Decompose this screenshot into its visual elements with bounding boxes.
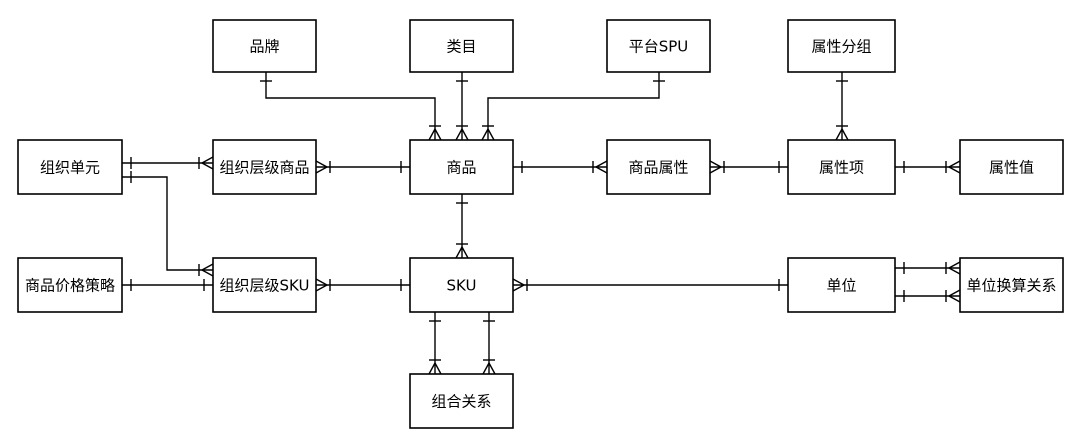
entity-goods-attr: 商品属性 [606, 139, 711, 195]
entity-box [212, 257, 317, 313]
cardinality-many-marker [428, 359, 442, 375]
cardinality-many-marker [592, 160, 608, 174]
relationship-goods-goods_attr [513, 160, 608, 174]
relationship-lines [122, 72, 961, 375]
entity-box [409, 257, 514, 313]
cardinality-many-marker [481, 125, 495, 141]
entity-box [959, 139, 1064, 195]
entity-combo: 组合关系 [409, 373, 514, 429]
entity-org-goods: 组织层级商品 [212, 139, 317, 195]
entity-box [606, 19, 711, 73]
relationship-platform_spu-goods [481, 72, 665, 141]
cardinality-many-marker [512, 278, 528, 292]
entity-attr-group: 属性分组 [787, 19, 896, 73]
entity-box [787, 139, 896, 195]
entity-box [787, 257, 896, 313]
entity-label: 属性值 [989, 159, 1034, 177]
entity-box [17, 257, 123, 313]
relationship-goods-sku [455, 194, 469, 259]
entity-label: 属性项 [819, 159, 864, 177]
entity-box [409, 139, 514, 195]
entity-label: 单位 [826, 277, 856, 295]
entity-attr-value: 属性值 [959, 139, 1064, 195]
relationship-goods-org_goods [315, 160, 410, 174]
entity-label: 属性分组 [811, 38, 871, 56]
cardinality-many-marker [835, 125, 849, 141]
cardinality-many-marker [945, 289, 961, 303]
entity-label: 商品属性 [628, 159, 688, 177]
cardinality-many-marker [709, 160, 725, 174]
entity-label: SKU [447, 277, 477, 295]
entity-unit-conv: 单位换算关系 [959, 257, 1064, 313]
relationship-attr_item-goods_attr [709, 160, 788, 174]
entity-sku: SKU [409, 257, 514, 313]
relationship-category-goods [455, 72, 469, 141]
cardinality-many-marker [315, 160, 331, 174]
entity-box [787, 19, 896, 73]
entity-label: 单位换算关系 [966, 277, 1056, 295]
entity-label: 组织层级SKU [220, 277, 310, 295]
entity-price-policy: 商品价格策略 [17, 257, 123, 313]
entity-label: 类目 [446, 38, 476, 56]
relationship-unit-unit_conv [895, 261, 961, 275]
entity-platform-spu: 平台SPU [606, 19, 711, 73]
relationship-attr_group-attr_item [835, 72, 849, 141]
entity-box [409, 373, 514, 429]
entity-unit: 单位 [787, 257, 896, 313]
relationship-unit-sku [512, 278, 788, 292]
entity-org-sku: 组织层级SKU [212, 257, 317, 313]
relationship-org_unit-org_sku [122, 171, 214, 277]
entity-box [212, 19, 317, 73]
cardinality-many-marker [315, 278, 331, 292]
relationship-price_policy-org_sku [122, 279, 213, 291]
cardinality-many-marker [198, 156, 214, 170]
entity-box [212, 139, 317, 195]
entity-category: 类目 [409, 19, 514, 73]
cardinality-many-marker [455, 243, 469, 259]
entity-box [409, 19, 514, 73]
relationship-unit-unit_conv [895, 289, 961, 303]
entity-label: 商品 [446, 159, 476, 177]
relationship-sku-org_sku [315, 278, 410, 292]
entity-label: 组织层级商品 [219, 159, 309, 177]
entity-label: 组织单元 [40, 159, 100, 177]
cardinality-many-marker [428, 125, 442, 141]
relationship-sku-combo [482, 312, 496, 375]
entity-label: 组合关系 [431, 393, 491, 411]
entity-box [17, 139, 123, 195]
entity-goods: 商品 [409, 139, 514, 195]
entity-label: 商品价格策略 [25, 277, 115, 295]
entity-label: 品牌 [249, 38, 279, 56]
entity-attr-item: 属性项 [787, 139, 896, 195]
cardinality-many-marker [198, 263, 214, 277]
relationship-org_unit-org_goods [122, 156, 214, 170]
relationship-brand-goods [260, 72, 442, 141]
relationship-sku-combo [428, 312, 442, 375]
entity-brand: 品牌 [212, 19, 317, 73]
relationship-attr_item-attr_value [895, 160, 961, 174]
entity-box [959, 257, 1064, 313]
entity-label: 平台SPU [629, 38, 689, 56]
cardinality-many-marker [945, 261, 961, 275]
entity-box [606, 139, 711, 195]
cardinality-many-marker [455, 125, 469, 141]
entity-org-unit: 组织单元 [17, 139, 123, 195]
cardinality-many-marker [482, 359, 496, 375]
cardinality-many-marker [945, 160, 961, 174]
